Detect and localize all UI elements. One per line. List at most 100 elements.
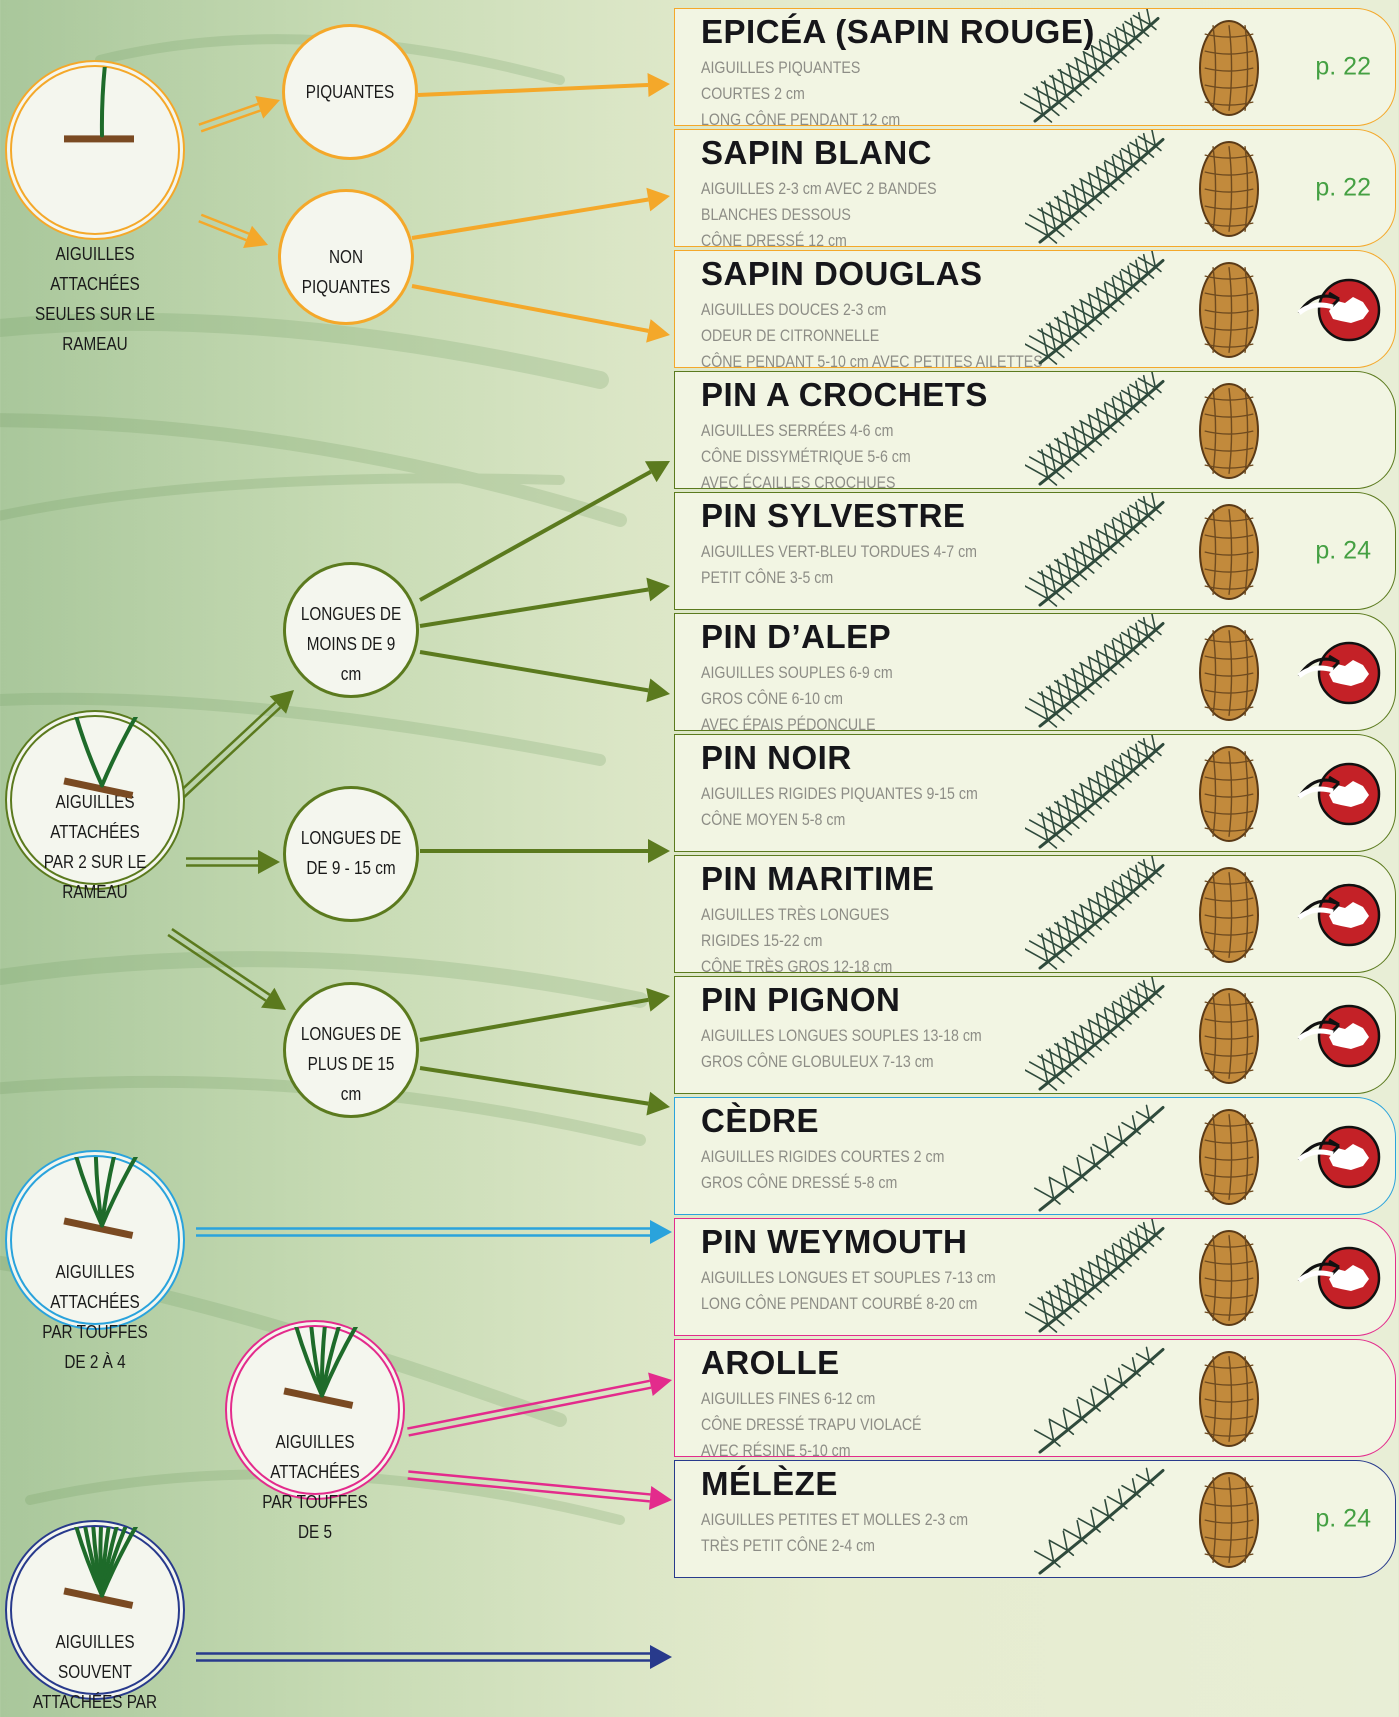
species-card: PIN WEYMOUTHAIGUILLES LONGUES ET SOUPLES…: [674, 1218, 1396, 1336]
pine-cone-icon: [1197, 622, 1261, 724]
species-card: AROLLEAIGUILLES FINES 6-12 cmCÔNE DRESSÉ…: [674, 1339, 1396, 1457]
connector-arrow: [420, 988, 670, 1040]
description-line: ODEUR DE CITRONNELLE: [701, 323, 1043, 349]
description-line: AIGUILLES VERT-BLEU TORDUES 4-7 cm: [701, 539, 977, 565]
description-line: AIGUILLES FINES 6-12 cm: [701, 1386, 922, 1412]
species-description: AIGUILLES RIGIDES COURTES 2 cmGROS CÔNE …: [701, 1144, 944, 1196]
needle-cluster-icon: [12, 1157, 192, 1337]
circle-label-line: DE 2 À 4: [24, 1347, 165, 1377]
pine-cone-icon: [1197, 1227, 1261, 1329]
species-description: AIGUILLES PETITES ET MOLLES 2-3 cmTRÈS P…: [701, 1507, 968, 1559]
connector-arrow: [408, 1472, 672, 1510]
description-line: AIGUILLES RIGIDES PIQUANTES 9-15 cm: [701, 781, 978, 807]
page-reference[interactable]: p. 22: [1315, 174, 1371, 203]
description-line: CÔNE DRESSÉ TRAPU VIOLACÉ: [701, 1412, 922, 1438]
description-line: AIGUILLES PIQUANTES: [701, 55, 900, 81]
circle-label-line: SEULES SUR LE: [24, 299, 165, 329]
pine-cone-icon: [1197, 138, 1261, 240]
needle-length-circle: LONGUES DEDE 9 - 15 cm: [283, 786, 419, 922]
page-reference[interactable]: p. 24: [1315, 537, 1371, 566]
circle-label-line: LONGUES DE: [296, 1019, 407, 1049]
needle-group-circle: AIGUILLES ATTACHÉESPAR 2 SUR LERAMEAU: [5, 710, 185, 890]
description-line: CÔNE MOYEN 5-8 cm: [701, 807, 978, 833]
description-line: GROS CÔNE 6-10 cm: [701, 686, 893, 712]
pine-cone-icon: [1197, 1348, 1261, 1450]
switzerland-exotic-icon: [1293, 275, 1385, 345]
pine-cone-icon: [1197, 1469, 1261, 1571]
description-line: AIGUILLES LONGUES SOUPLES 13-18 cm: [701, 1023, 982, 1049]
switzerland-exotic-icon: [1293, 1001, 1385, 1071]
description-line: AIGUILLES SERRÉES 4-6 cm: [701, 418, 911, 444]
species-card: PIN PIGNONAIGUILLES LONGUES SOUPLES 13-1…: [674, 976, 1396, 1094]
conifer-branch-icon: [1025, 614, 1175, 732]
description-line: AIGUILLES SOUPLES 6-9 cm: [701, 660, 893, 686]
species-name: SAPIN DOUGLAS: [701, 255, 983, 293]
species-card: SAPIN DOUGLAS AIGUILLES DOUCES 2-3 cmODEU…: [674, 250, 1396, 368]
circle-label-line: LONGUES DE: [296, 823, 407, 853]
circle-label-line: LONGUES DE: [296, 599, 407, 629]
species-description: AIGUILLES SERRÉES 4-6 cmCÔNE DISSYMÉTRIQ…: [701, 418, 911, 496]
species-card: PIN MARITIMEAIGUILLES TRÈS LONGUESRIGIDE…: [674, 855, 1396, 973]
description-line: AIGUILLES TRÈS LONGUES: [701, 902, 892, 928]
conifer-branch-icon: [1025, 372, 1175, 490]
connector-arrow: [199, 96, 280, 131]
species-name: PIN NOIR: [701, 739, 852, 777]
species-name: MÉLÈZE: [701, 1465, 838, 1503]
species-description: AIGUILLES 2-3 cm AVEC 2 BANDESBLANCHES D…: [701, 176, 937, 254]
needle-group-circle: AIGUILLES ATTACHÉESPAR TOUFFESDE 2 À 4: [5, 1150, 185, 1330]
connector-arrow: [186, 850, 280, 874]
needle-group-circle: AIGUILLES ATTACHÉESSEULES SUR LERAMEAU: [5, 60, 185, 240]
switzerland-exotic-icon: [1293, 759, 1385, 829]
species-description: AIGUILLES DOUCES 2-3 cmODEUR DE CITRONNE…: [701, 297, 1043, 375]
page-reference[interactable]: p. 22: [1315, 53, 1371, 82]
circle-label-line: DE 9 - 15 cm: [296, 853, 407, 883]
connector-arrow: [418, 73, 670, 97]
switzerland-exotic-icon: [1293, 1122, 1385, 1192]
circle-label-line: PLUS DE 15 cm: [296, 1049, 407, 1109]
species-description: AIGUILLES TRÈS LONGUESRIGIDES 15-22 cmCÔ…: [701, 902, 892, 980]
species-card: PIN D’ALEP AIGUILLES SOUPLES 6-9 cmGROS C…: [674, 613, 1396, 731]
conifer-branch-icon: [1025, 1340, 1175, 1458]
species-description: AIGUILLES SOUPLES 6-9 cmGROS CÔNE 6-10 c…: [701, 660, 893, 738]
needle-cluster-icon: [12, 67, 192, 247]
switzerland-exotic-icon: [1293, 880, 1385, 950]
species-name: PIN WEYMOUTH: [701, 1223, 967, 1261]
connector-arrow: [407, 1372, 672, 1435]
species-description: AIGUILLES RIGIDES PIQUANTES 9-15 cmCÔNE …: [701, 781, 978, 833]
species-name: PIN SYLVESTRE: [701, 497, 965, 535]
description-line: GROS CÔNE DRESSÉ 5-8 cm: [701, 1170, 944, 1196]
species-description: AIGUILLES FINES 6-12 cmCÔNE DRESSÉ TRAPU…: [701, 1386, 922, 1464]
needle-length-circle: NON PIQUANTES: [278, 189, 414, 325]
connector-arrow: [412, 286, 670, 343]
species-card: CÈDREAIGUILLES RIGIDES COURTES 2 cmGROS …: [674, 1097, 1396, 1215]
species-card: PIN A CROCHETSAIGUILLES SERRÉES 4-6 cmCÔ…: [674, 371, 1396, 489]
circle-label-line: MOINS DE 9 cm: [296, 629, 407, 689]
connector-arrow: [420, 1068, 670, 1115]
connector-arrow: [420, 652, 670, 702]
circle-label-line: AIGUILLES ATTACHÉES: [24, 239, 165, 299]
species-card: PIN NOIR AIGUILLES RIGIDES PIQUANTES 9-15…: [674, 734, 1396, 852]
pine-cone-icon: [1197, 380, 1261, 482]
description-line: AIGUILLES RIGIDES COURTES 2 cm: [701, 1144, 944, 1170]
species-name: PIN D’ALEP: [701, 618, 891, 656]
needle-length-circle: PIQUANTES: [282, 24, 418, 160]
conifer-branch-icon: [1025, 251, 1175, 369]
description-line: LONG CÔNE PENDANT COURBÉ 8-20 cm: [701, 1291, 996, 1317]
pine-cone-icon: [1197, 501, 1261, 603]
species-card: PIN SYLVESTRE AIGUILLES VERT-BLEU TORDUES…: [674, 492, 1396, 610]
needle-cluster-icon: [12, 1527, 192, 1707]
description-line: AIGUILLES DOUCES 2-3 cm: [701, 297, 1043, 323]
needle-cluster-icon: [12, 717, 192, 897]
pine-cone-icon: [1197, 743, 1261, 845]
pine-cone-icon: [1197, 259, 1261, 361]
species-name: SAPIN BLANC: [701, 134, 932, 172]
needle-length-circle: LONGUES DEPLUS DE 15 cm: [283, 982, 419, 1118]
needle-length-circle: LONGUES DEMOINS DE 9 cm: [283, 562, 419, 698]
circle-label-line: NON PIQUANTES: [291, 242, 402, 302]
pine-cone-icon: [1197, 864, 1261, 966]
switzerland-exotic-icon: [1293, 638, 1385, 708]
description-line: GROS CÔNE GLOBULEUX 7-13 cm: [701, 1049, 982, 1075]
connector-arrow: [420, 461, 670, 600]
description-line: AIGUILLES PETITES ET MOLLES 2-3 cm: [701, 1507, 968, 1533]
page-reference[interactable]: p. 24: [1315, 1505, 1371, 1534]
